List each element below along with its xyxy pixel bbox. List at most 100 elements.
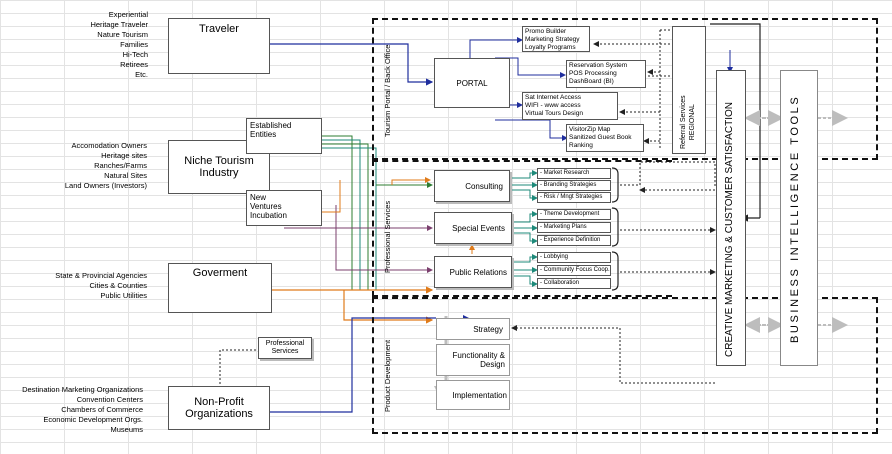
internet-box[interactable]: Sat Internet Access WIFI - www access Vi… xyxy=(522,92,618,120)
business-intelligence-box[interactable]: BUSINESS INTELLIGENCE TOOLS xyxy=(780,70,818,366)
government-title: Goverment xyxy=(192,267,248,279)
nonprofit-title-line2: Organizations xyxy=(185,408,253,420)
referral-line2: REGIONAL xyxy=(689,104,696,141)
special-events-box[interactable]: Special Events xyxy=(434,212,512,244)
nonprofit-title-line1: Non-Profit xyxy=(194,396,244,408)
product-section-frame xyxy=(372,297,878,434)
niche-item: Land Owners (Investors) xyxy=(64,181,147,190)
nonprofit-item: Destination Marketing Organizations xyxy=(22,385,143,394)
pr-item: - Lobbying xyxy=(540,254,569,260)
reservation-item: Reservation System xyxy=(569,62,628,69)
government-items: State & Provincial Agencies Cities & Cou… xyxy=(20,271,147,301)
professional-services-box[interactable]: Professional Services xyxy=(258,337,312,359)
events-item: - Marketing Plans xyxy=(540,224,587,230)
visitor-item: Sanitized Guest Book xyxy=(569,134,632,141)
traveler-item: Hi-Tech xyxy=(122,50,148,59)
pr-item-box[interactable]: - Lobbying xyxy=(537,252,611,263)
established-entities-box[interactable]: Established Entities xyxy=(246,118,322,154)
internet-item: Virtual Tours Design xyxy=(525,110,583,117)
traveler-items: Experiential Heritage Traveler Nature To… xyxy=(60,10,148,80)
established-line1: Established xyxy=(250,121,292,130)
consulting-box[interactable]: Consulting xyxy=(434,170,510,202)
consulting-item-box[interactable]: - Market Research xyxy=(537,168,611,179)
pr-item-box[interactable]: - Community Focus Coop. xyxy=(537,265,611,276)
referral-line1: Referral Services xyxy=(680,95,687,149)
strategy-label: Strategy xyxy=(473,324,503,334)
nonprofit-item: Chambers of Commerce xyxy=(61,405,143,414)
creative-marketing-box[interactable]: CREATIVE MARKETING & CUSTOMER SATISFACTI… xyxy=(716,70,746,366)
traveler-item: Heritage Traveler xyxy=(90,20,148,29)
niche-item: Heritage sites xyxy=(101,151,147,160)
portal-section-frame xyxy=(372,18,878,160)
consulting-title: Consulting xyxy=(465,181,503,191)
nonprofit-item: Economic Development Orgs. xyxy=(43,415,143,424)
traveler-item: Families xyxy=(120,40,148,49)
pr-item-box[interactable]: - Collaboration xyxy=(537,278,611,289)
traveler-title: Traveler xyxy=(199,23,239,35)
new-line1: New xyxy=(250,193,267,202)
promo-item: Promo Builder xyxy=(525,28,567,35)
functionality-line2: Design xyxy=(480,360,505,369)
new-ventures-box[interactable]: New Ventures Incubation xyxy=(246,190,322,226)
portal-section-label: Tourism Portal / Back Office xyxy=(383,44,392,137)
services-section-label: Professional Services xyxy=(383,200,392,273)
promo-box[interactable]: Promo Builder Marketing Strategy Loyalty… xyxy=(522,26,590,52)
services-section-frame xyxy=(372,160,672,297)
internet-item: Sat Internet Access xyxy=(525,94,582,101)
consulting-item-box[interactable]: - Risk / Mngt Strategies xyxy=(537,192,611,203)
consulting-item: - Market Research xyxy=(540,170,590,176)
government-box[interactable]: Goverment xyxy=(168,263,272,313)
niche-title-line1: Niche Tourism xyxy=(184,155,254,167)
nonprofit-box[interactable]: Non-Profit Organizations xyxy=(168,386,270,430)
niche-title-line2: Industry xyxy=(199,167,239,179)
special-events-title: Special Events xyxy=(452,223,505,233)
reservation-box[interactable]: Reservation System POS Processing DashBo… xyxy=(566,60,646,88)
functionality-box[interactable]: Functionality & Design xyxy=(436,344,510,376)
events-item: - Experience Definition xyxy=(540,237,601,243)
visitor-box[interactable]: VisitorZip Map Sanitized Guest Book Rank… xyxy=(566,124,644,152)
traveler-item: Retirees xyxy=(120,60,148,69)
consulting-item-box[interactable]: - Branding Strategies xyxy=(537,180,611,191)
strategy-box[interactable]: Strategy xyxy=(436,318,510,340)
niche-item: Accomodation Owners xyxy=(71,141,147,150)
reservation-item: POS Processing xyxy=(569,70,617,77)
established-line2: Entities xyxy=(250,130,277,139)
prof-services-line2: Services xyxy=(271,348,299,355)
government-item: Public Utilities xyxy=(100,291,147,300)
events-item-box[interactable]: - Marketing Plans xyxy=(537,222,611,233)
promo-item: Loyalty Programs xyxy=(525,44,576,51)
product-section-label: Product Development xyxy=(383,339,392,412)
events-item-box[interactable]: - Theme Development xyxy=(537,209,611,220)
traveler-item: Experiential xyxy=(108,10,148,19)
government-item: State & Provincial Agencies xyxy=(55,271,147,280)
traveler-box[interactable]: Traveler xyxy=(168,18,270,74)
pr-item: - Collaboration xyxy=(540,280,580,286)
referral-text: Referral Services REGIONAL xyxy=(679,95,697,149)
portal-box[interactable]: PORTAL xyxy=(434,58,510,108)
creative-marketing-label: CREATIVE MARKETING & CUSTOMER SATISFACTI… xyxy=(724,101,735,357)
events-item: - Theme Development xyxy=(540,211,600,217)
traveler-item: Etc. xyxy=(135,70,148,79)
consulting-item: - Risk / Mngt Strategies xyxy=(540,194,603,200)
functionality-line1: Functionality & xyxy=(452,351,505,360)
portal-label: PORTAL xyxy=(456,78,488,88)
new-line2: Ventures xyxy=(250,202,282,211)
pr-item: - Community Focus Coop. xyxy=(540,267,610,273)
public-relations-title: Public Relations xyxy=(449,267,507,277)
referral-box[interactable]: Referral Services REGIONAL xyxy=(672,26,706,154)
nonprofit-items: Destination Marketing Organizations Conv… xyxy=(2,385,143,435)
new-line3: Incubation xyxy=(250,211,287,220)
promo-item: Marketing Strategy xyxy=(525,36,580,43)
prof-services-line1: Professional xyxy=(265,340,305,347)
internet-item: WIFI - www access xyxy=(525,102,581,109)
implementation-label: Implementation xyxy=(452,390,507,400)
niche-item: Natural Sites xyxy=(104,171,147,180)
public-relations-box[interactable]: Public Relations xyxy=(434,256,512,288)
government-item: Cities & Counties xyxy=(89,281,147,290)
implementation-box[interactable]: Implementation xyxy=(436,380,510,410)
events-item-box[interactable]: - Experience Definition xyxy=(537,235,611,246)
visitor-item: Ranking xyxy=(569,142,593,149)
niche-items: Accomodation Owners Heritage sites Ranch… xyxy=(20,141,147,191)
niche-item: Ranches/Farms xyxy=(94,161,147,170)
business-intelligence-label: BUSINESS INTELLIGENCE TOOLS xyxy=(789,94,801,343)
